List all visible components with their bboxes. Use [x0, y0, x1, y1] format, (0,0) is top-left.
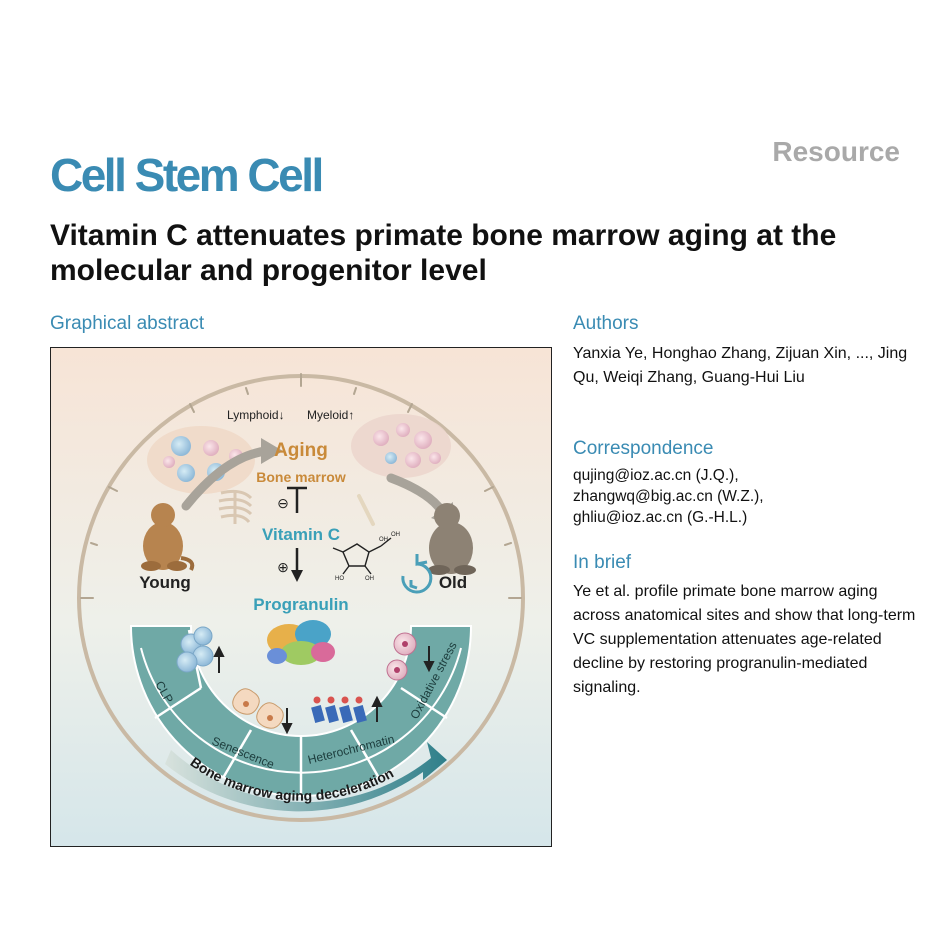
graphical-abstract-heading: Graphical abstract [50, 313, 205, 334]
aging-label: Aging [274, 440, 328, 461]
correspondence-email-liu[interactable]: ghliu@ioz.ac.cn (G.-H.L.) [573, 509, 748, 526]
bone-icon [357, 494, 375, 526]
vitamin-c-label: Vitamin C [262, 525, 340, 544]
inhibit-sign: ⊖ [277, 495, 289, 511]
clock-icon [401, 554, 433, 594]
clock-ticks [80, 373, 522, 599]
progranulin-label: Progranulin [253, 595, 348, 614]
progranulin-protein-icon [267, 620, 335, 665]
heterochromatin-icon [311, 696, 367, 724]
senescence-down-arrow [281, 708, 293, 735]
promote-sign: ⊕ [277, 559, 289, 575]
outcome-band [131, 626, 471, 796]
senescent-cells-icon [232, 688, 284, 729]
correspondence-email-qu[interactable]: qujing@ioz.ac.cn (J.Q.), [573, 467, 739, 484]
graphical-abstract-figure: Lymphoid↓ Myeloid↑ Aging Bone marrow ⊖ V… [50, 347, 552, 847]
bone-marrow-label: Bone marrow [256, 469, 346, 485]
in-brief-text: Ye et al. profile primate bone marrow ag… [573, 583, 916, 696]
authors-heading: Authors [573, 313, 639, 334]
oxidative-stress-cells-icon [386, 632, 417, 681]
molecule-oh-1: OH [379, 537, 388, 543]
heterochromatin-up-arrow [371, 695, 383, 722]
in-brief-heading: In brief [573, 552, 632, 573]
rib-cage-icon [218, 489, 253, 524]
young-label: Young [139, 573, 191, 592]
correspondence-heading: Correspondence [573, 438, 714, 459]
correspondence-email-zhang[interactable]: zhangwq@big.ac.cn (W.Z.), [573, 488, 764, 505]
young-monkey-icon [141, 503, 195, 571]
authors-list: Yanxia Ye, Honghao Zhang, Zijuan Xin, ..… [573, 345, 908, 386]
clp-up-arrow [213, 645, 225, 673]
graphical-abstract-illustration: Lymphoid↓ Myeloid↑ Aging Bone marrow ⊖ V… [51, 348, 551, 846]
clp-cells-icon [176, 626, 214, 673]
old-label: Old [439, 573, 467, 592]
oxidative-stress-down-arrow [423, 646, 435, 673]
myeloid-label: Myeloid↑ [307, 408, 354, 422]
journal-name: Cell Stem Cell [50, 149, 324, 201]
molecule-oh-3: OH [365, 576, 374, 582]
aging-deceleration-arrow [165, 742, 447, 812]
old-monkey-icon [428, 503, 476, 575]
article-title: Vitamin C attenuates primate bone marrow… [50, 219, 837, 287]
molecule-oh-2: OH [391, 532, 400, 538]
ascorbic-acid-structure [332, 537, 392, 575]
molecule-ho: HO [335, 576, 344, 582]
correspondence-list: qujing@ioz.ac.cn (J.Q.), zhangwq@big.ac.… [573, 465, 923, 528]
article-type: Resource [772, 136, 900, 167]
lymphoid-label: Lymphoid↓ [227, 408, 285, 422]
